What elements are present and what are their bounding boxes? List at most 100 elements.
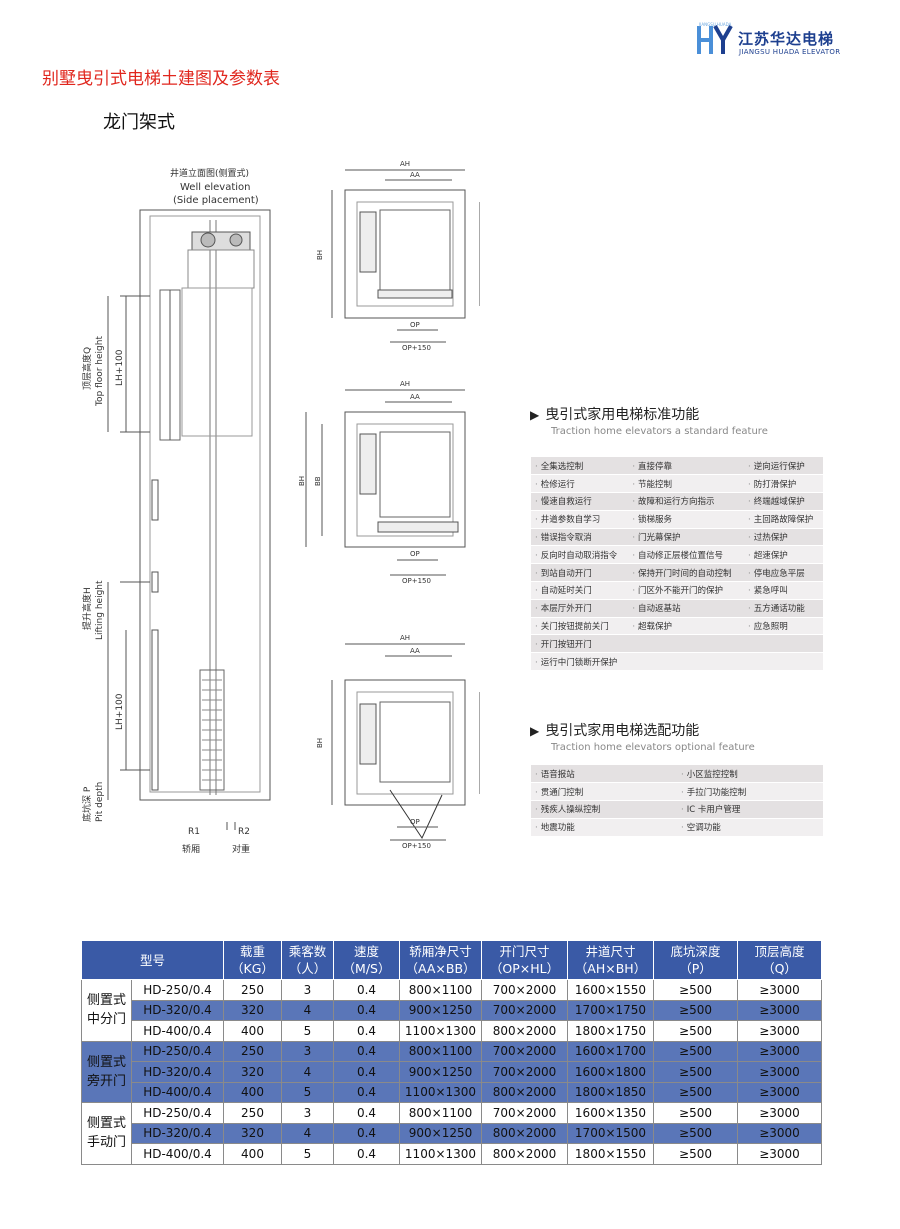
bh-label-1: BH [316, 250, 324, 260]
param-cell: 700×2000 [481, 999, 568, 1021]
param-cell: 1100×1300 [399, 1081, 482, 1103]
op150-label-2: OP+150 [402, 577, 431, 585]
feature-label: 超载保护 [638, 622, 673, 633]
feature-cell: ·超速保护 [744, 545, 823, 565]
bullet-icon: · [748, 497, 751, 508]
feature-cell: ·故障和运行方向指示 [628, 492, 744, 511]
param-cell: ≥3000 [737, 1122, 822, 1144]
elevation-title-cn: 井道立面图(侧置式) [170, 167, 249, 179]
feature-cell: ·全集选控制 [531, 457, 629, 476]
option-row: ·贯通门控制·手拉门功能控制 [531, 782, 823, 802]
lift-height-label-cn: 提升高度H [81, 587, 93, 630]
section-subtitle: 龙门架式 [103, 112, 175, 133]
option-label: 语音报站 [540, 769, 575, 780]
option-cell: ·贯通门控制 [531, 782, 677, 802]
feature-label: 到站自动开门 [540, 568, 592, 579]
bullet-icon: · [681, 787, 684, 798]
option-label: IC 卡用户管理 [686, 805, 741, 816]
bullet-icon: · [632, 586, 636, 597]
r1-label: R1 [188, 827, 200, 837]
bullet-icon: · [535, 805, 538, 816]
param-cell: HD-320/0.4 [131, 1061, 224, 1083]
bullet-icon: · [681, 769, 684, 780]
col-door: 开门尺寸（OP×HL） [481, 940, 568, 980]
feature-cell: ·井道参数自学习 [531, 510, 629, 529]
param-cell: 320 [223, 999, 282, 1021]
param-cell: ≥500 [653, 1020, 738, 1042]
elevation-title-en2: (Side placement) [173, 195, 259, 206]
param-cell: 1600×1700 [567, 1040, 654, 1062]
param-cell: 1800×1550 [567, 1143, 654, 1165]
pit-depth-label-en: Pit depth [95, 782, 105, 822]
feature-cell: ·门区外不能开门的保护 [628, 581, 744, 600]
bullet-icon: · [535, 515, 538, 526]
param-cell: 0.4 [333, 979, 400, 1001]
param-cell: HD-250/0.4 [131, 1040, 224, 1062]
bullet-icon: · [748, 479, 751, 490]
param-cell: HD-320/0.4 [131, 1122, 224, 1144]
feature-cell: ·开门按钮开门 [531, 634, 629, 654]
param-cell: ≥3000 [737, 1081, 822, 1103]
feature-cell: ·过热保护 [744, 528, 823, 547]
page-title: 别墅曳引式电梯土建图及参数表 [42, 69, 280, 89]
bullet-icon: · [632, 461, 636, 472]
feature-cell: ·锁梯服务 [628, 510, 744, 529]
feature-row: ·自动延时关门·门区外不能开门的保护·紧急呼叫 [531, 581, 823, 600]
param-cell: HD-250/0.4 [131, 1102, 224, 1124]
option-cell: ·地震功能 [531, 818, 677, 837]
param-cell: 800×1100 [399, 979, 482, 1001]
param-cell: HD-400/0.4 [131, 1143, 224, 1165]
param-cell: HD-400/0.4 [131, 1081, 224, 1103]
feature-label: 直接停靠 [638, 461, 673, 472]
option-cell: ·残疾人操纵控制 [531, 800, 677, 819]
feature-row: ·全集选控制·直接停靠·逆向运行保护 [531, 457, 823, 476]
feature-label: 慢速自救运行 [540, 497, 592, 508]
param-cell: 1100×1300 [399, 1143, 482, 1165]
feature-row: ·关门按钮提前关门·超载保护·应急照明 [531, 617, 823, 636]
bullet-icon: · [748, 461, 751, 472]
feature-cell: ·门光幕保护 [628, 528, 744, 547]
param-cell: 700×2000 [481, 979, 568, 1001]
feature-label: 门光幕保护 [638, 533, 681, 544]
feature-row: ·慢速自救运行·故障和运行方向指示·终端越域保护 [531, 492, 823, 511]
param-cell: ≥500 [653, 1122, 738, 1144]
feature-label: 本层厅外开门 [540, 604, 592, 615]
param-cell: 900×1250 [399, 999, 482, 1021]
feature-label: 终端越域保护 [753, 497, 805, 508]
param-cell: 0.4 [333, 1102, 400, 1124]
col-pax: 乘客数（人） [281, 940, 334, 980]
param-cell: 320 [223, 1061, 282, 1083]
bullet-icon: · [535, 479, 538, 490]
option-cell: ·小区监控控制 [677, 765, 823, 784]
aa-label-2: AA [410, 393, 420, 401]
param-cell: 1600×1550 [567, 979, 654, 1001]
param-cell: 400 [223, 1020, 282, 1042]
param-cell: 1700×1750 [567, 999, 654, 1021]
param-cell: HD-400/0.4 [131, 1020, 224, 1042]
bullet-icon: · [748, 568, 751, 579]
option-cell: ·语音报站 [531, 765, 677, 784]
feature-label: 防打滑保护 [753, 479, 797, 490]
param-cell: ≥3000 [737, 1020, 822, 1042]
feature-label: 节能控制 [638, 479, 673, 490]
op150-label-1: OP+150 [402, 344, 431, 352]
feature-cell: ·本层厅外开门 [531, 599, 629, 618]
feature-cell: ·紧急呼叫 [744, 581, 823, 600]
plan-view-1 [344, 189, 466, 319]
param-cell: 250 [223, 1040, 282, 1062]
optional-features-table: ·语音报站·小区监控控制·贯通门控制·手拉门功能控制·残疾人操纵控制·IC 卡用… [531, 765, 823, 837]
feature-label: 错误指令取消 [540, 533, 592, 544]
feature-cell: ·到站自动开门 [531, 563, 629, 583]
optional-features-heading: ▶曳引式家用电梯选配功能 Traction home elevators opt… [530, 720, 755, 753]
bullet-icon: · [748, 604, 751, 615]
param-cell: 800×2000 [481, 1020, 568, 1042]
feature-row: ·错误指令取消·门光幕保护·过热保护 [531, 528, 823, 547]
group-label: 侧置式手动门 [81, 1102, 132, 1165]
feature-cell: ·自动修正层楼位置信号 [628, 545, 744, 565]
param-cell: 900×1250 [399, 1061, 482, 1083]
option-row: ·地震功能·空调功能 [531, 818, 823, 837]
feature-label: 自动返基站 [638, 604, 681, 615]
